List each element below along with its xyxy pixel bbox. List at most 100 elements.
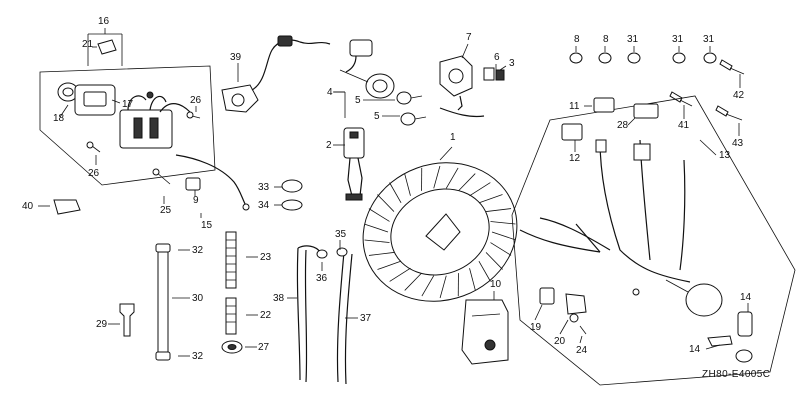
part-label-p7[interactable]: 7 bbox=[466, 32, 472, 43]
module-group bbox=[343, 127, 365, 201]
part-label-p39[interactable]: 39 bbox=[230, 52, 242, 63]
flywheel-fin bbox=[478, 260, 491, 282]
harness-group bbox=[511, 95, 796, 386]
diagram-code: ZH80-E4005C bbox=[702, 369, 770, 380]
part-label-p14b[interactable]: 14 bbox=[689, 344, 701, 355]
part-label-p20[interactable]: 20 bbox=[554, 336, 566, 347]
part-label-p13[interactable]: 13 bbox=[719, 150, 731, 161]
part-label-p40[interactable]: 40 bbox=[22, 201, 34, 212]
part-label-p32b[interactable]: 32 bbox=[192, 351, 204, 362]
brush-screw bbox=[569, 313, 579, 323]
starter-solenoid-part bbox=[685, 283, 723, 317]
part-label-p31c[interactable]: 31 bbox=[703, 34, 715, 45]
control-unit-wires bbox=[127, 95, 191, 113]
part-label-p5a[interactable]: 5 bbox=[355, 95, 361, 106]
cover-part-10 bbox=[461, 299, 509, 365]
part-label-p42[interactable]: 42 bbox=[733, 90, 745, 101]
part-label-p43[interactable]: 43 bbox=[732, 138, 744, 149]
part-label-p1[interactable]: 1 bbox=[450, 132, 456, 143]
part-label-p36[interactable]: 36 bbox=[316, 273, 328, 284]
pulser-group bbox=[439, 55, 505, 118]
brush-holder-19 bbox=[539, 287, 555, 305]
part-label-p15[interactable]: 15 bbox=[201, 220, 213, 231]
flywheel-fin bbox=[433, 165, 441, 189]
part-label-p33[interactable]: 33 bbox=[258, 182, 270, 193]
part-label-p21[interactable]: 21 bbox=[82, 39, 94, 50]
harness-connector bbox=[595, 139, 607, 153]
part-label-p25[interactable]: 25 bbox=[160, 205, 172, 216]
flywheel-fin bbox=[490, 221, 516, 225]
part-label-p35[interactable]: 35 bbox=[335, 229, 347, 240]
harness-cable bbox=[679, 159, 686, 271]
wire-terminal bbox=[146, 91, 154, 99]
flywheel-fin bbox=[389, 182, 402, 204]
part-label-p3[interactable]: 3 bbox=[509, 58, 515, 69]
part-label-p8a[interactable]: 8 bbox=[574, 34, 580, 45]
bolt-41-shank bbox=[679, 99, 693, 107]
part-label-p9[interactable]: 9 bbox=[193, 195, 199, 206]
part-label-p26b[interactable]: 26 bbox=[88, 168, 100, 179]
switch-group bbox=[333, 39, 427, 126]
flywheel-fin bbox=[368, 252, 395, 256]
part-label-p17[interactable]: 17 bbox=[122, 99, 134, 110]
part-label-p29[interactable]: 29 bbox=[96, 319, 108, 330]
part-label-p28[interactable]: 28 bbox=[617, 120, 629, 131]
part-label-p37[interactable]: 37 bbox=[360, 313, 372, 324]
stud-22-thread bbox=[226, 305, 236, 323]
nut-27-hole bbox=[227, 344, 237, 350]
tubes-group bbox=[296, 245, 353, 385]
harness-terminal bbox=[632, 288, 640, 296]
ring-34 bbox=[281, 199, 303, 211]
bolt-43-shank bbox=[725, 113, 743, 121]
part-label-p5b[interactable]: 5 bbox=[374, 111, 380, 122]
part-label-p18[interactable]: 18 bbox=[53, 113, 65, 124]
part-label-p22[interactable]: 22 bbox=[260, 310, 272, 321]
stud-23-thread bbox=[226, 239, 236, 281]
flywheel-fin bbox=[364, 239, 390, 243]
part-label-p26a[interactable]: 26 bbox=[190, 95, 202, 106]
part-label-p24[interactable]: 24 bbox=[576, 345, 588, 356]
terminal-part bbox=[495, 69, 505, 81]
relay-part bbox=[593, 97, 615, 113]
control-box-group bbox=[39, 33, 216, 186]
stud-23 bbox=[225, 231, 237, 289]
part-label-p34[interactable]: 34 bbox=[258, 200, 270, 211]
switch-face bbox=[372, 79, 388, 93]
part-label-p23[interactable]: 23 bbox=[260, 252, 272, 263]
part-label-p16[interactable]: 16 bbox=[98, 16, 110, 27]
part-label-p31a[interactable]: 31 bbox=[627, 34, 639, 45]
module-wires bbox=[347, 157, 363, 197]
part-label-p6[interactable]: 6 bbox=[494, 52, 500, 63]
harness-lead bbox=[575, 223, 601, 253]
part-label-p41[interactable]: 41 bbox=[678, 120, 690, 131]
part-label-p2[interactable]: 2 bbox=[326, 140, 332, 151]
part-label-p10[interactable]: 10 bbox=[490, 279, 502, 290]
flywheel-fin bbox=[485, 208, 512, 212]
module-connector bbox=[345, 193, 363, 201]
control-unit-part bbox=[119, 109, 173, 149]
part-label-p11[interactable]: 11 bbox=[569, 101, 580, 112]
part-label-p30[interactable]: 30 bbox=[192, 293, 204, 304]
fitting-29 bbox=[119, 303, 135, 337]
part-label-p27[interactable]: 27 bbox=[258, 342, 270, 353]
part-label-p14a[interactable]: 14 bbox=[740, 292, 752, 303]
cover-hole bbox=[484, 339, 496, 351]
part-label-p31b[interactable]: 31 bbox=[672, 34, 684, 45]
screw-head bbox=[86, 141, 94, 149]
leader-line-p13 bbox=[699, 139, 717, 156]
leader-line-p1 bbox=[439, 146, 453, 161]
part-label-p38[interactable]: 38 bbox=[273, 293, 285, 304]
part-label-p8b[interactable]: 8 bbox=[603, 34, 609, 45]
part-label-p4[interactable]: 4 bbox=[327, 87, 333, 98]
washer-31 bbox=[703, 52, 717, 64]
lead-terminal bbox=[242, 203, 250, 211]
part-label-p12[interactable]: 12 bbox=[569, 153, 581, 164]
flywheel-fin bbox=[490, 242, 512, 256]
flywheel-fin bbox=[469, 182, 491, 197]
fuse-holder-part bbox=[633, 103, 659, 119]
key-part bbox=[400, 112, 416, 126]
studs-group bbox=[221, 231, 243, 354]
part-label-p19[interactable]: 19 bbox=[530, 322, 542, 333]
part-label-p32a[interactable]: 32 bbox=[192, 245, 204, 256]
